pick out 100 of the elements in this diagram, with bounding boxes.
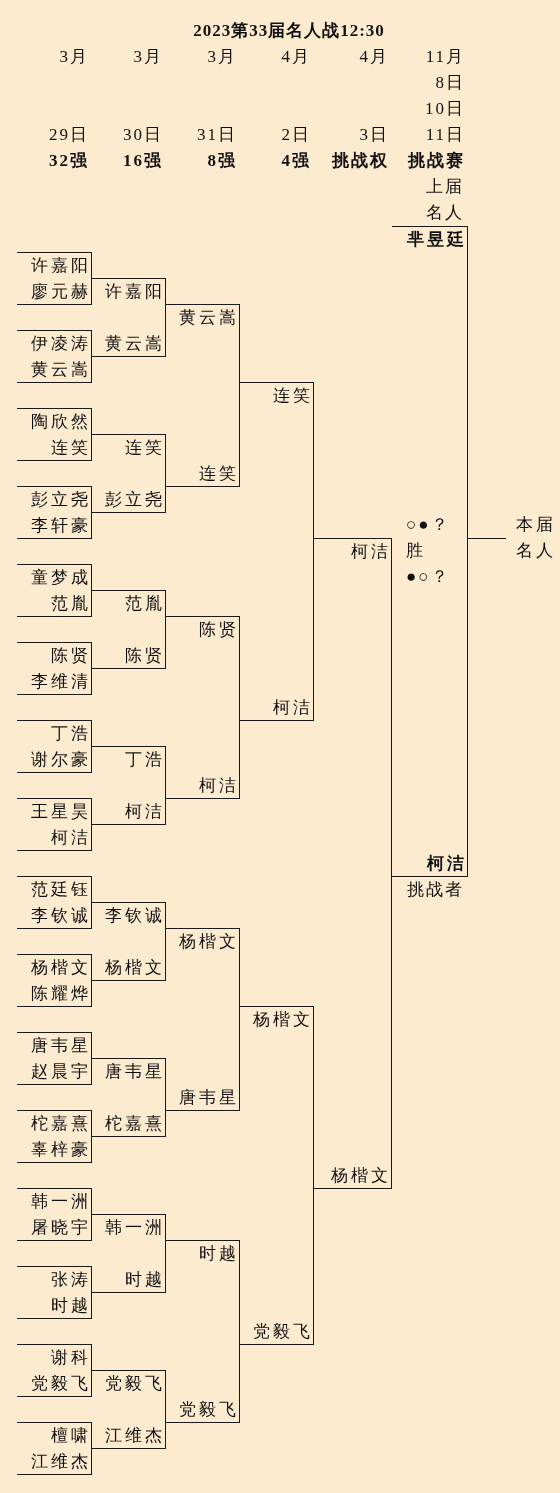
player-slot: 王星昊	[17, 798, 92, 824]
bracket-line	[239, 616, 241, 721]
bracket-line	[91, 1422, 93, 1449]
player-slot: 柁嘉熹	[17, 1110, 92, 1136]
bracket-title: 2023第33届名人战12:30	[193, 20, 385, 42]
player-slot: 丁浩	[92, 746, 166, 772]
player-slot: 黄云嵩	[17, 357, 92, 383]
player-slot: 杨楷文	[166, 928, 240, 954]
bracket-line	[239, 1006, 241, 1111]
player-slot: 张涛	[17, 1266, 92, 1292]
day-label: 10日	[425, 98, 465, 120]
bracket-line	[391, 876, 393, 1189]
player-slot: 党毅飞	[166, 1397, 240, 1423]
player-slot: 屠晓宇	[17, 1215, 92, 1241]
bracket-line	[165, 1214, 167, 1241]
player-slot: 柁嘉熹	[92, 1111, 166, 1137]
bracket-line	[165, 798, 167, 825]
player-slot: 时越	[17, 1293, 92, 1319]
player-slot: 檀啸	[17, 1422, 92, 1448]
bracket-line	[91, 1344, 93, 1371]
player-slot: 连笑	[166, 461, 240, 487]
bracket-line	[165, 1240, 167, 1293]
bracket-line	[91, 252, 93, 279]
bracket-line	[91, 408, 93, 435]
player-slot: 杨楷文	[314, 1163, 392, 1189]
player-slot: 范廷钰	[17, 876, 92, 902]
round-label: 32强	[49, 150, 89, 172]
game-result-note: ○●？	[406, 514, 450, 536]
player-slot: 杨楷文	[240, 1006, 314, 1032]
player-slot: 范胤	[92, 590, 166, 616]
day-label: 31日	[197, 124, 237, 146]
player-slot: 时越	[92, 1267, 166, 1293]
bracket-line	[313, 1188, 315, 1345]
day-label: 29日	[49, 124, 89, 146]
day-label: 8日	[435, 72, 465, 94]
bracket-line	[165, 616, 167, 669]
bracket-line	[91, 824, 93, 851]
player-slot: 柯洁	[314, 538, 392, 564]
bracket-line	[165, 304, 167, 357]
player-slot: 唐韦星	[92, 1058, 166, 1084]
bracket-line	[91, 1214, 93, 1241]
player-slot: 芈昱廷	[392, 226, 468, 252]
bracket-line	[91, 1188, 93, 1215]
player-slot: 时越	[166, 1240, 240, 1266]
bracket-line	[91, 486, 93, 513]
bracket-line	[91, 434, 93, 461]
bracket-line	[239, 382, 241, 487]
bracket-line	[165, 902, 167, 929]
player-slot: 韩一洲	[17, 1188, 92, 1214]
player-role-caption: 上届名人	[425, 176, 464, 224]
bracket-line	[91, 1266, 93, 1293]
player-slot: 彭立尧	[17, 486, 92, 512]
player-slot: 连笑	[17, 435, 92, 461]
bracket-line	[91, 564, 93, 591]
player-slot: 党毅飞	[17, 1371, 92, 1397]
round-label: 16强	[123, 150, 163, 172]
player-slot: 唐韦星	[166, 1085, 240, 1111]
bracket-line	[165, 278, 167, 305]
player-slot: 辜梓豪	[17, 1137, 92, 1163]
bracket-line	[91, 278, 93, 305]
player-slot: 陈耀烨	[17, 981, 92, 1007]
round-label: 4强	[281, 150, 311, 172]
bracket-line	[165, 590, 167, 617]
player-slot: 彭立尧	[92, 487, 166, 513]
player-slot: 伊凌涛	[17, 330, 92, 356]
bracket-line	[91, 1370, 93, 1397]
player-slot: 柯洁	[392, 851, 468, 877]
day-label: 3日	[359, 124, 389, 146]
bracket-line	[165, 746, 167, 799]
player-slot: 许嘉阳	[17, 252, 92, 278]
bracket-line	[165, 1370, 167, 1423]
player-slot: 陈贤	[166, 616, 240, 642]
month-label: 3月	[133, 46, 163, 68]
player-slot: 赵晨宇	[17, 1059, 92, 1085]
bracket-line	[165, 1110, 167, 1137]
bracket-line	[91, 330, 93, 357]
player-slot: 廖元赫	[17, 279, 92, 305]
round-label: 8强	[207, 150, 237, 172]
bracket-line	[91, 590, 93, 617]
bracket-line	[165, 486, 167, 513]
player-slot: 柯洁	[166, 773, 240, 799]
bracket-line	[239, 928, 241, 1007]
player-slot: 柯洁	[240, 695, 314, 721]
round-label: 挑战赛	[408, 150, 465, 172]
bracket-line	[91, 902, 93, 929]
month-label: 11月	[425, 46, 465, 68]
bracket-line	[91, 1292, 93, 1319]
bracket-line	[91, 954, 93, 981]
bracket-line	[165, 434, 167, 487]
bracket-line	[91, 1110, 93, 1137]
bracket-line	[313, 1006, 315, 1189]
bracket-line	[165, 1422, 167, 1449]
month-label: 3月	[207, 46, 237, 68]
bracket-line	[91, 746, 93, 773]
player-slot: 陈贤	[92, 643, 166, 669]
player-slot: 连笑	[92, 434, 166, 460]
player-slot: 谢科	[17, 1344, 92, 1370]
player-slot: 江维杰	[17, 1449, 92, 1475]
game-result-note: 胜	[406, 540, 425, 562]
player-role-caption: 挑战者	[407, 879, 464, 901]
